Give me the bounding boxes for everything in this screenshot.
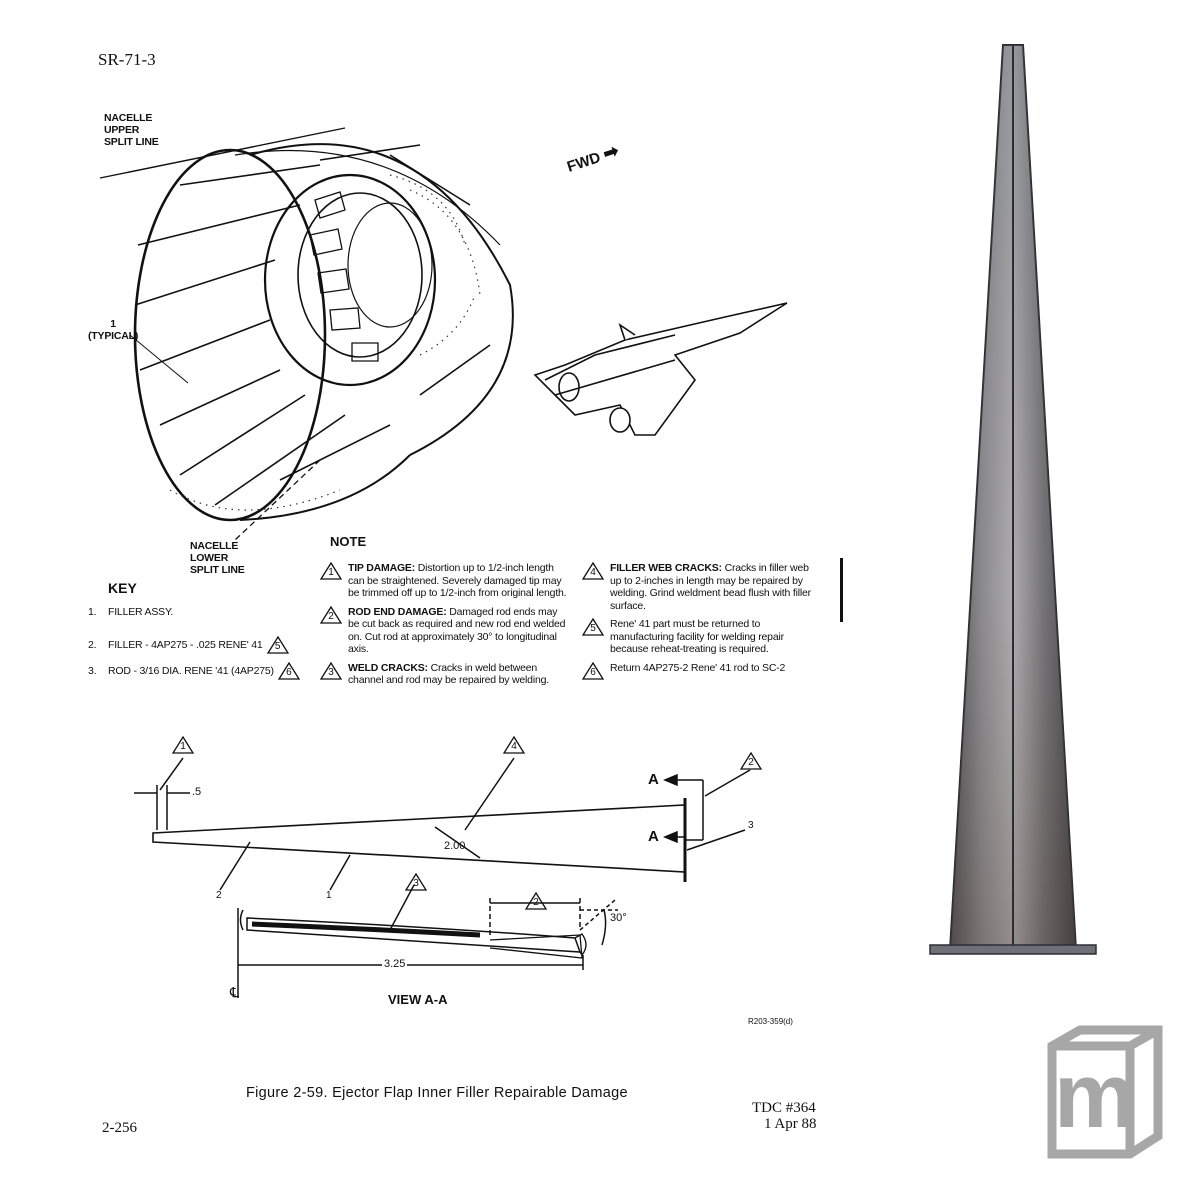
note-ref-triangle-icon: 4 xyxy=(581,561,605,580)
revision-date: 1 Apr 88 xyxy=(764,1116,817,1132)
key-title: KEY xyxy=(108,580,137,596)
callout-1: 1 xyxy=(326,890,332,901)
typical-callout: 1 (TYPICAL) xyxy=(88,318,139,342)
section-mark-upper: A xyxy=(648,771,659,788)
key-list: 1.FILLER ASSY. 2.FILLER - 4AP275 - .025 … xyxy=(88,606,300,684)
note-item: 4 FILLER WEB CRACKS: Cracks in filler we… xyxy=(581,561,817,612)
nacelle-ejector-illustration xyxy=(99,127,514,541)
view-label: VIEW A-A xyxy=(388,992,448,1007)
note-ref-triangle-icon: 4 xyxy=(502,735,526,754)
filler-detail-drawing xyxy=(134,757,751,998)
sr-71-aircraft-icon xyxy=(533,302,788,436)
forward-arrow-icon: ➡ xyxy=(600,140,622,164)
length-dimension: 3.25 xyxy=(382,958,408,970)
note-item: 2 ROD END DAMAGE: Damaged rod ends may b… xyxy=(319,605,570,656)
publisher-logo: m xyxy=(1040,1024,1166,1160)
note-ref-triangle-icon: 1 xyxy=(319,561,343,580)
angle-dimension: 30° xyxy=(610,912,627,924)
note-ref-triangle-icon: 5 xyxy=(581,617,605,636)
note-ref-triangle-icon: 5 xyxy=(266,635,289,654)
upper-split-line-label: NACELLE UPPER SPLIT LINE xyxy=(104,112,159,148)
drawing-number: R203-359(d) xyxy=(748,1017,793,1026)
note-item: 6 Return 4AP275-2 Rene' 41 rod to SC-2 xyxy=(581,661,817,680)
note-column-right: 4 FILLER WEB CRACKS: Cracks in filler we… xyxy=(581,561,817,680)
note-ref-triangle-icon: 3 xyxy=(319,661,343,680)
filler-part-photo xyxy=(929,44,1097,955)
note-title: NOTE xyxy=(330,534,367,549)
note-item: 5 Rene' 41 part must be returned to manu… xyxy=(581,617,817,656)
tdc-number: TDC #364 xyxy=(752,1100,816,1116)
crack-dimension: 2.00 xyxy=(444,840,466,852)
section-mark-lower: A xyxy=(648,828,659,845)
forward-direction-label: FWD ➡ xyxy=(564,140,622,176)
document-id: SR-71-3 xyxy=(98,50,156,69)
key-item: 3.ROD - 3/16 DIA. RENE '41 (4AP275) 6 xyxy=(88,658,300,684)
key-item: 1.FILLER ASSY. xyxy=(88,606,174,618)
note-ref-triangle-icon: 3 xyxy=(404,872,428,891)
change-bar xyxy=(840,558,843,622)
note-ref-triangle-icon: 2 xyxy=(319,605,343,624)
note-ref-triangle-icon: 1 xyxy=(171,735,195,754)
centerline-symbol: ℄ xyxy=(230,984,239,1000)
note-column-left: 1 TIP DAMAGE: Distortion up to 1/2-inch … xyxy=(319,561,570,687)
note-ref-triangle-icon: 6 xyxy=(581,661,605,680)
figure-caption: Figure 2-59. Ejector Flap Inner Filler R… xyxy=(246,1085,628,1101)
note-ref-triangle-icon: 2 xyxy=(524,891,548,910)
note-ref-triangle-icon: 6 xyxy=(277,661,300,680)
note-ref-triangle-icon: 2 xyxy=(739,751,763,770)
page-number: 2-256 xyxy=(102,1120,137,1136)
note-item: 3 WELD CRACKS: Cracks in weld between ch… xyxy=(319,661,570,687)
callout-3: 3 xyxy=(748,820,754,831)
note-item: 1 TIP DAMAGE: Distortion up to 1/2-inch … xyxy=(319,561,570,600)
lower-split-line-label: NACELLE LOWER SPLIT LINE xyxy=(190,540,245,576)
key-item: 2.FILLER - 4AP275 - .025 RENE' 41 5 xyxy=(88,632,300,658)
callout-2: 2 xyxy=(216,890,222,901)
tip-dimension: .5 xyxy=(192,786,202,798)
